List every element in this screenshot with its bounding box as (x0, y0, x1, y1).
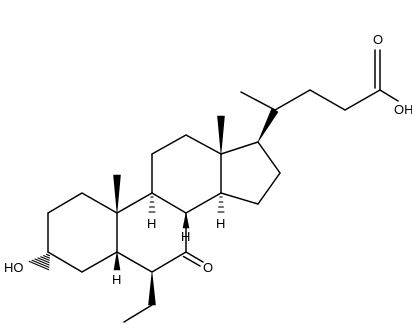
ethyl-c6 (123, 271, 156, 323)
ketone-c7: O (182, 251, 213, 275)
ketone-oxygen-label: O (203, 260, 213, 275)
h-c8: H (181, 212, 190, 244)
ring-c (151, 134, 222, 214)
carboxyl-hydroxyl-label: OH (394, 102, 412, 117)
carboxylic-acid: O OH (373, 32, 412, 117)
h-c14-label: H (216, 216, 225, 231)
h-c5-label: H (112, 272, 121, 287)
ring-b (116, 192, 187, 273)
hydroxyl-label: HO (4, 260, 24, 275)
hydroxyl-c3: HO (4, 253, 51, 275)
h-c14: H (216, 196, 225, 231)
ring-d (220, 141, 281, 205)
h-c9: H (147, 196, 156, 231)
methyl-c10 (113, 174, 121, 214)
ring-a (47, 192, 118, 273)
side-chain (240, 49, 399, 143)
h-c5: H (112, 251, 121, 287)
carboxyl-oxygen-label: O (373, 32, 383, 47)
h-c8-label: H (181, 229, 190, 244)
h-c9-label: H (147, 216, 156, 231)
methyl-c13 (217, 115, 225, 155)
